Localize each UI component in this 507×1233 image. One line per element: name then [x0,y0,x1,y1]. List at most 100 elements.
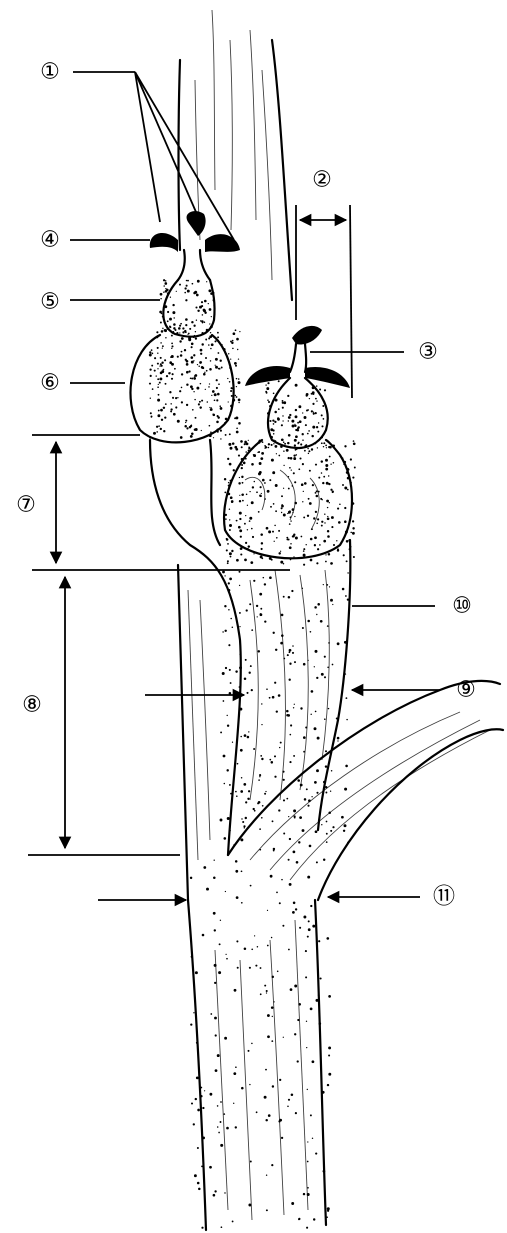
stipple-dot [217,336,219,338]
stipple-dot [170,356,172,358]
stipple-dot [244,947,247,950]
stipple-dot [170,403,171,404]
stipple-dot [229,552,232,555]
stipple-dot [272,1085,274,1087]
stipple-dot [229,784,231,786]
stipple-dot [299,816,302,819]
stipple-dot [224,837,227,840]
stipple-dot [321,472,323,474]
stipple-dot [281,495,283,497]
stipple-dot [228,493,231,496]
stipple-dot [328,475,329,476]
stipple-dot [260,755,262,757]
stipple-dot [274,421,276,423]
stipple-dot [159,365,160,366]
stipple-dot [190,1023,192,1025]
stipple-dot [267,1035,270,1038]
stipple-dot [170,408,172,410]
stipple-dot [310,559,313,562]
stipple-dot [264,1096,267,1099]
stipple-dot [327,1084,329,1086]
stipple-dot [239,666,242,669]
stipple-dot [224,1192,225,1193]
stipple-dot [246,692,248,694]
stipple-dot [172,304,174,306]
stipple-dot [181,373,183,375]
stipple-dot [238,482,240,484]
stipple-dot [350,482,352,484]
stipple-dot [224,575,225,576]
stipple-dot [227,458,229,460]
stipple-dot [227,543,229,545]
stipple-dot [312,391,315,394]
stipple-dot [312,386,315,389]
callout-3: ③ [418,340,438,365]
stipple-dot [219,405,221,407]
stipple-dot [231,342,233,344]
stipple-dot [220,1144,223,1147]
stipple-dot [257,946,259,948]
stipple-dot [297,1019,299,1021]
stipple-dot [307,433,309,435]
stipple-dot [228,482,230,484]
stipple-dot [321,414,323,416]
stipple-dot [217,332,219,334]
stipple-dot [160,428,162,430]
stipple-dot [262,805,264,807]
stipple-dot [236,896,239,899]
stipple-dot [300,707,302,709]
stipple-dot [236,378,238,380]
stipple-dot [290,543,292,545]
stipple-dot [267,945,269,947]
stipple-dot [273,423,275,425]
stipple-dot [280,561,283,564]
stipple-dot [303,736,306,739]
stipple-dot [347,598,349,600]
stipple-dot [299,457,301,459]
stipple-dot [245,515,246,516]
stipple-dot [160,298,161,299]
stipple-dot [324,513,325,514]
stipple-dot [172,311,175,314]
stipple-dot [151,416,152,417]
stipple-dot [232,742,233,743]
stipple-dot [282,925,284,927]
stipple-dot [331,770,333,772]
stipple-dot [278,694,281,697]
stipple-dot [278,408,280,410]
stipple-dot [292,485,294,487]
stipple-dot [275,445,278,448]
stipple-dot [289,649,292,652]
stipple-dot [323,1170,326,1173]
stipple-dot [316,426,318,428]
stipple-dot [169,318,172,321]
stipple-dot [193,354,195,356]
stipple-dot [209,335,212,338]
stipple-dot [260,967,262,969]
stipple-dot [195,337,197,339]
stipple-dot [162,316,164,318]
stipple-dot [286,538,288,540]
stipple-dot [245,458,247,460]
stipple-dot [281,614,284,617]
stipple-dot [332,604,333,605]
stipple-dot [244,559,247,562]
stipple-dot [259,774,261,776]
stipple-dot [180,436,183,439]
stipple-dot [298,1003,301,1006]
stipple-dot [326,447,327,448]
stipple-dot [341,816,344,819]
stipple-dot [239,585,240,586]
stipple-dot [175,406,177,408]
stipple-dot [279,902,281,904]
stipple-dot [259,828,261,830]
stipple-dot [328,553,331,556]
left-pistil [130,211,240,442]
stipple-dot [298,841,300,843]
stipple-dot [332,826,334,828]
stipple-dot [185,422,186,423]
stipple-dot [267,382,269,384]
stipple-dot [267,490,270,493]
stipple-dot [200,320,202,322]
